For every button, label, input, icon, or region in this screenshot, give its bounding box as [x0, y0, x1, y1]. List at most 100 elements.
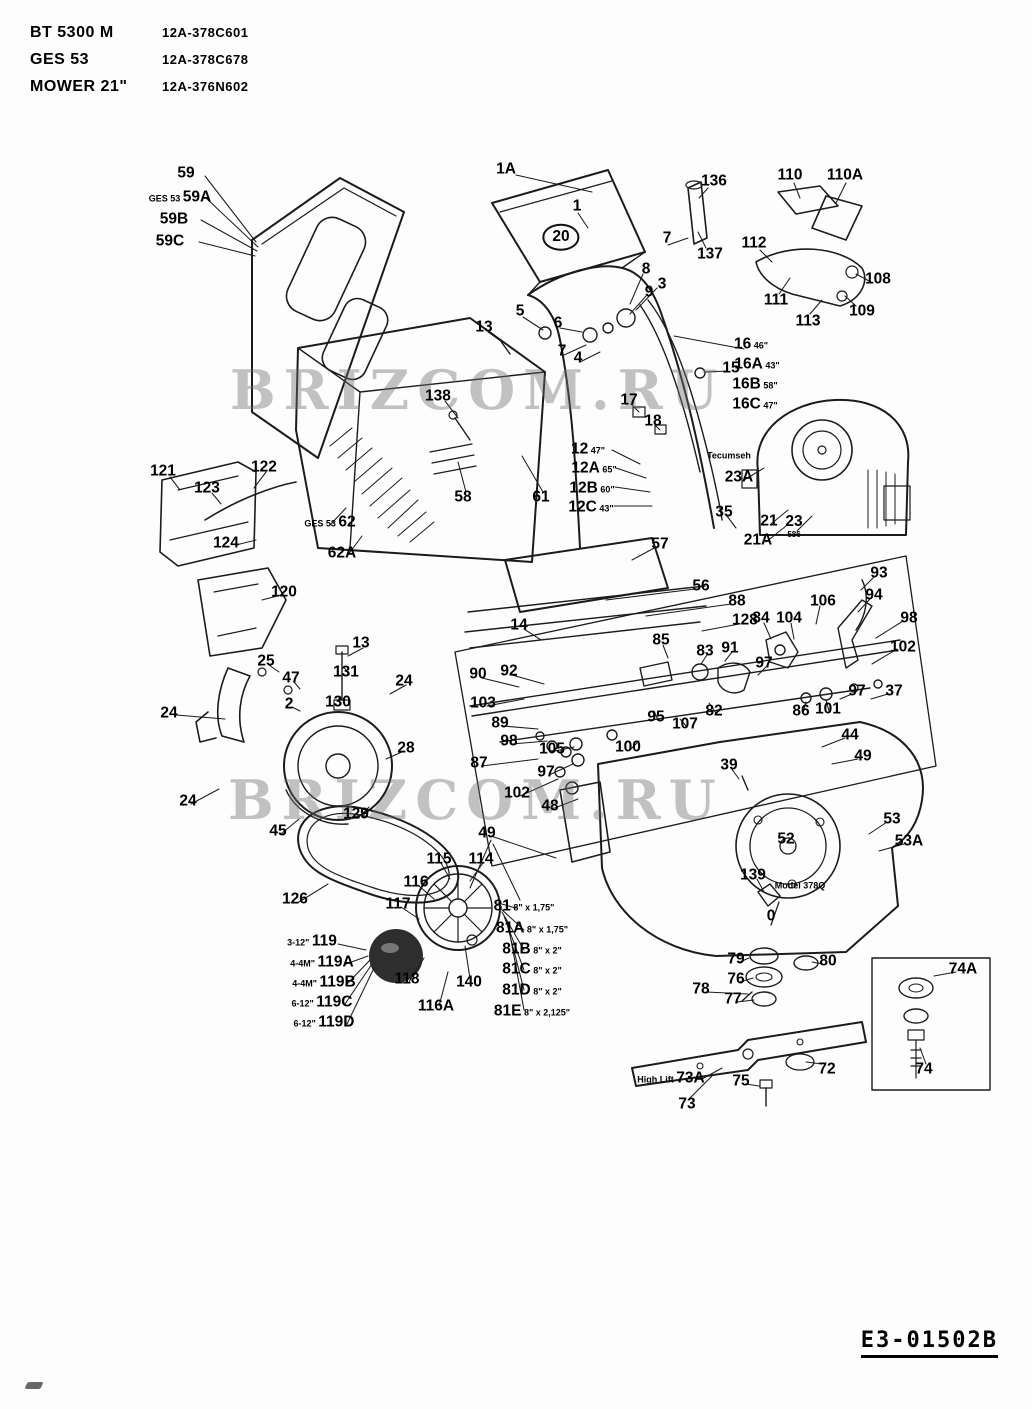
part-label-112: 112	[741, 234, 767, 252]
part-label-0: 0	[766, 907, 776, 925]
part-label-110: 110	[777, 166, 803, 184]
part-label-16: 16 46"	[733, 335, 769, 353]
part-label-56: 56	[692, 577, 710, 595]
part-label-24: 24	[160, 704, 178, 722]
part-label-12A: 12A 65"	[571, 459, 617, 477]
part-label-92: 92	[500, 662, 518, 680]
part-label-136: 136	[701, 172, 727, 190]
part-label-115: 115	[426, 850, 452, 868]
part-label-119: 3-12" 119	[287, 932, 337, 950]
wheel	[369, 865, 501, 983]
part-label-24: 24	[179, 792, 197, 810]
part-label-84: 84	[752, 609, 770, 627]
part-label-16A: 16A 43"	[734, 355, 780, 373]
part-label-81: 81 8" x 1,75"	[493, 897, 555, 915]
part-label-100: 100	[615, 738, 641, 756]
part-label-116A: 116A	[417, 997, 455, 1015]
part-label-95: 95	[647, 708, 665, 726]
hardware-box	[871, 957, 991, 1091]
part-label-104: 104	[776, 609, 802, 627]
part-label-110A: 110A	[826, 166, 864, 184]
part-label-106: 106	[810, 592, 836, 610]
part-label-49: 49	[478, 824, 496, 842]
part-label-74: 74	[915, 1060, 933, 1078]
grass-catcher-lid	[251, 177, 405, 459]
handle-assembly	[448, 169, 723, 549]
part-label-103: 103	[470, 694, 496, 712]
part-label-88: 88	[728, 592, 746, 610]
part-label-97: 97	[755, 654, 773, 672]
part-label-16C: 16C 47"	[732, 395, 778, 413]
part-label-16B: 16B 58"	[732, 375, 778, 393]
part-label-13: 13	[475, 318, 493, 336]
drawing-number: E3-01502B	[860, 1328, 998, 1358]
part-label-102: 102	[890, 638, 916, 656]
part-label-97: 97	[537, 763, 555, 781]
blade	[631, 1021, 867, 1107]
part-label-87: 87	[470, 754, 488, 772]
part-label-12C: 12C 43"	[568, 498, 614, 516]
part-label-81C: 81C 8" x 2"	[502, 960, 562, 978]
part-label-137: 137	[697, 245, 723, 263]
part-label-86: 86	[792, 702, 810, 720]
part-label-94: 94	[865, 586, 883, 604]
model-code: 12A-378C601	[162, 25, 249, 40]
model-code: 12A-378C678	[162, 52, 249, 67]
part-label-21A: 21A	[743, 531, 773, 549]
part-label-101: 101	[815, 700, 841, 718]
part-label-102: 102	[504, 784, 530, 802]
part-label-7: 7	[662, 229, 672, 247]
part-label-39: 39	[720, 756, 738, 774]
leader-lines	[169, 174, 957, 1099]
part-label-73: 73	[678, 1095, 696, 1113]
watermark: BRIZCOM.RU	[228, 768, 724, 832]
part-label-62: GES 53 62	[304, 513, 356, 531]
part-label-98: 98	[500, 732, 518, 750]
part-label-81E: 81E 8" x 2,125"	[493, 1002, 571, 1020]
model-name: GES 53	[30, 51, 90, 68]
part-label-120: 120	[271, 583, 297, 601]
part-label-83: 83	[696, 642, 714, 660]
part-label-12: 12 47"	[570, 440, 606, 458]
part-label-17: 17	[620, 391, 638, 409]
watermark: BRIZCOM.RU	[230, 358, 726, 422]
part-label-72: 72	[818, 1060, 836, 1078]
engine	[741, 398, 911, 536]
part-label-81A: 81A 8" x 1,75"	[495, 919, 569, 937]
part-label-118: 118	[394, 970, 420, 988]
part-label-81B: 81B 8" x 2"	[502, 940, 562, 958]
part-label-45: 45	[269, 822, 287, 840]
part-label-37: 37	[885, 682, 903, 700]
part-label-122: 122	[251, 458, 277, 476]
part-label-81D: 81D 8" x 2"	[502, 981, 562, 999]
part-label-89: 89	[491, 714, 509, 732]
part-label-108: 108	[865, 270, 891, 288]
front-chute-parts	[159, 461, 351, 743]
baffle-outline	[454, 555, 937, 867]
part-label-113: 113	[795, 312, 821, 330]
part-label-59B: 59B	[159, 210, 189, 228]
part-label-109: 109	[849, 302, 875, 320]
part-label-59A: GES 53 59A	[148, 188, 212, 206]
part-label-79: 79	[727, 950, 745, 968]
mower-deck	[559, 721, 924, 957]
part-label-131: 131	[333, 663, 359, 681]
part-label-107: 107	[672, 715, 698, 733]
grass-catcher-bag	[295, 317, 546, 563]
part-label-48: 48	[541, 797, 559, 815]
part-label-130: 130	[325, 693, 351, 711]
part-label-Model-378Q: Model 378Q	[774, 880, 826, 891]
part-label-1: 1	[572, 197, 582, 215]
part-label-126: 126	[282, 890, 308, 908]
part-label-114: 114	[468, 850, 494, 868]
part-label-116: 116	[403, 873, 429, 891]
part-label-8: 8	[641, 260, 651, 278]
part-label-47: 47	[282, 669, 300, 687]
part-label-119D: 6-12" 119D	[293, 1013, 355, 1031]
part-label-74A: 74A	[948, 960, 978, 978]
part-label-12B: 12B 60"	[569, 479, 615, 497]
model-row: MOWER 21" 12A-376N602	[30, 78, 248, 105]
part-label-128: 128	[732, 611, 758, 629]
